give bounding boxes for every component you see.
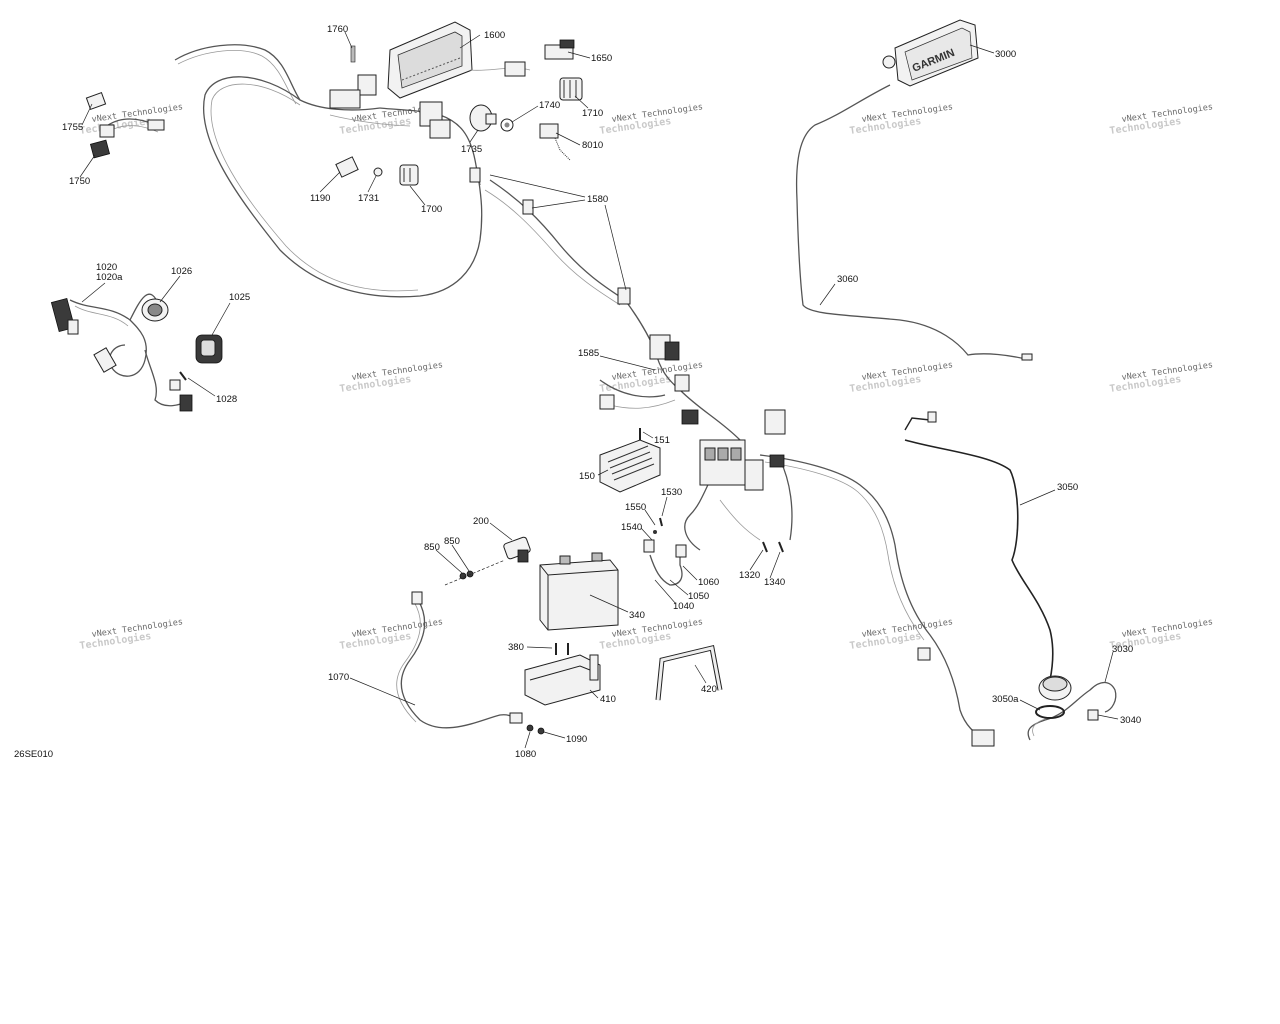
nuts-1080-1090 bbox=[526, 724, 545, 735]
callout-1530: 1530 bbox=[661, 487, 682, 498]
battery-tray-410 bbox=[524, 654, 601, 706]
relay-1650 bbox=[544, 39, 575, 60]
callout-1755: 1755 bbox=[62, 122, 83, 133]
callout-1750: 1750 bbox=[69, 176, 90, 187]
battery-340 bbox=[539, 552, 619, 631]
callout-1580: 1580 bbox=[587, 194, 608, 205]
grommet-1740 bbox=[500, 118, 514, 132]
callout-1190: 1190 bbox=[310, 193, 330, 204]
connector-cluster-group bbox=[329, 61, 531, 139]
connector-1710 bbox=[559, 77, 583, 101]
callout-1735: 1735 bbox=[461, 144, 482, 155]
connector-pair-1755-1750 bbox=[85, 91, 165, 159]
screws-1530-1550 bbox=[653, 517, 663, 534]
clip-1731 bbox=[373, 167, 383, 177]
callout-1585: 1585 bbox=[578, 348, 599, 359]
ground-cable-1040 bbox=[643, 539, 687, 586]
callout-1731: 1731 bbox=[358, 193, 379, 204]
callout-1600: 1600 bbox=[484, 30, 505, 41]
screws-380 bbox=[555, 643, 569, 655]
connector-1700 bbox=[399, 164, 419, 186]
connector-right-end bbox=[917, 647, 995, 747]
callout-1028: 1028 bbox=[216, 394, 237, 405]
screws-1320-1340 bbox=[762, 541, 784, 553]
callout-1026: 1026 bbox=[171, 266, 192, 277]
socket-bracket-1025 bbox=[195, 334, 223, 364]
callout-1700: 1700 bbox=[421, 204, 442, 215]
callout-200: 200 bbox=[473, 516, 489, 527]
callout-1540: 1540 bbox=[621, 522, 642, 533]
callout-3060: 3060 bbox=[837, 274, 858, 285]
callout-1020a: 1020a bbox=[96, 272, 123, 283]
callout-420: 420 bbox=[701, 684, 717, 695]
callout-3050a: 3050a bbox=[992, 694, 1019, 705]
callout-1080: 1080 bbox=[515, 749, 536, 760]
leader-lines bbox=[79, 31, 1119, 749]
callout-1550: 1550 bbox=[625, 502, 646, 513]
callout-1025: 1025 bbox=[229, 292, 250, 303]
connector-1585 bbox=[599, 334, 699, 425]
callout-3000: 3000 bbox=[995, 49, 1016, 60]
callout-151: 151 bbox=[654, 435, 670, 446]
screw-1760 bbox=[350, 45, 356, 63]
callout-labels: 1760 1600 1650 1710 1740 1735 8010 1755 … bbox=[62, 24, 1141, 760]
gauge-cluster-1600 bbox=[387, 21, 473, 99]
callout-850-a: 850 bbox=[424, 542, 440, 553]
starter-solenoid-200 bbox=[503, 536, 531, 563]
harness-clips-1580 bbox=[469, 167, 631, 305]
transducer-cable-3050 bbox=[904, 411, 1054, 681]
callout-1040: 1040 bbox=[673, 601, 694, 612]
callout-1340: 1340 bbox=[764, 577, 785, 588]
callout-380: 380 bbox=[508, 642, 524, 653]
callout-1020: 1020 bbox=[96, 262, 117, 273]
callout-1740: 1740 bbox=[539, 100, 560, 111]
callout-850-b: 850 bbox=[444, 536, 460, 547]
callout-3030: 3030 bbox=[1112, 644, 1133, 655]
callout-1320: 1320 bbox=[739, 570, 760, 581]
callout-3040: 3040 bbox=[1120, 715, 1141, 726]
clip-3040 bbox=[1087, 709, 1099, 721]
oring-3050a bbox=[1035, 705, 1065, 719]
callout-1650: 1650 bbox=[591, 53, 612, 64]
power-socket-1026 bbox=[141, 298, 169, 322]
sensor-8010 bbox=[539, 123, 571, 161]
callout-1090: 1090 bbox=[566, 734, 587, 745]
callout-150: 150 bbox=[579, 471, 595, 482]
main-wiring-harness bbox=[174, 44, 986, 739]
callout-410: 410 bbox=[600, 694, 616, 705]
positive-cable-1070 bbox=[396, 591, 523, 729]
diagram-code: 26SE010 bbox=[14, 749, 53, 760]
accessory-harness-1020 bbox=[50, 293, 193, 412]
switch-1190 bbox=[335, 156, 359, 178]
mount-base-3030 bbox=[1027, 675, 1117, 741]
hold-down-strap-420 bbox=[655, 644, 723, 701]
callout-8010: 8010 bbox=[582, 140, 603, 151]
callout-1060: 1060 bbox=[698, 577, 719, 588]
callout-1710: 1710 bbox=[582, 108, 603, 119]
screw-1028 bbox=[179, 371, 187, 381]
callout-3050: 3050 bbox=[1057, 482, 1078, 493]
garmin-display-3000: GARMIN bbox=[795, 19, 1033, 361]
nuts-850 bbox=[444, 559, 506, 586]
callout-1070: 1070 bbox=[328, 672, 349, 683]
callout-1760: 1760 bbox=[327, 24, 348, 35]
voltage-regulator-150 bbox=[599, 439, 661, 493]
callout-1050: 1050 bbox=[688, 591, 709, 602]
callout-340: 340 bbox=[629, 610, 645, 621]
fuse-box-center bbox=[699, 409, 786, 491]
lamp-socket-1735 bbox=[469, 104, 497, 132]
